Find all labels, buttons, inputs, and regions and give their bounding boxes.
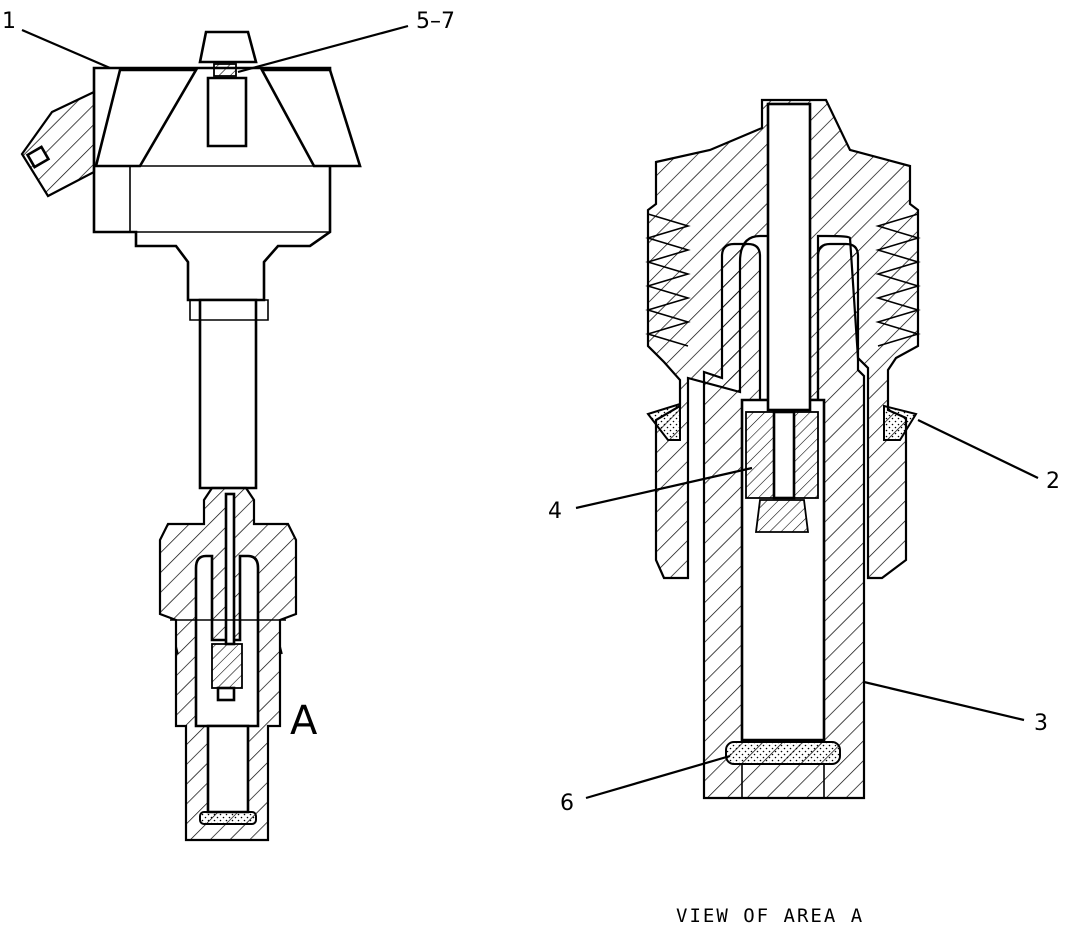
leader-1 (21, 28, 111, 70)
insert-item-4 (745, 410, 819, 533)
leader-2 (917, 419, 1039, 479)
label-6: 6 (560, 791, 574, 816)
leader-5-7 (237, 24, 409, 74)
thread-left (645, 213, 691, 347)
seal-left (646, 402, 681, 441)
seal-right (883, 404, 918, 441)
label-4: 4 (548, 499, 562, 524)
view-caption: VIEW OF AREA A (676, 905, 864, 927)
label-3: 3 (1034, 711, 1048, 736)
threaded-body-small (158, 486, 298, 842)
label-2: 2 (1046, 469, 1060, 494)
center-pin (766, 102, 812, 412)
label-5-7: 5–7 (416, 9, 455, 34)
full-assembly (20, 24, 409, 842)
leader-3 (863, 680, 1025, 722)
thread-right (875, 213, 921, 347)
detail-view-area-a (575, 98, 1039, 800)
leader-4 (575, 466, 753, 510)
label-area-a: A (290, 698, 318, 744)
label-1: 1 (2, 9, 16, 34)
leader-6 (585, 754, 731, 800)
disc-item-6 (725, 741, 841, 765)
connector-head (20, 30, 362, 302)
threaded-nut (646, 98, 920, 580)
sensor-shaft (189, 298, 269, 490)
